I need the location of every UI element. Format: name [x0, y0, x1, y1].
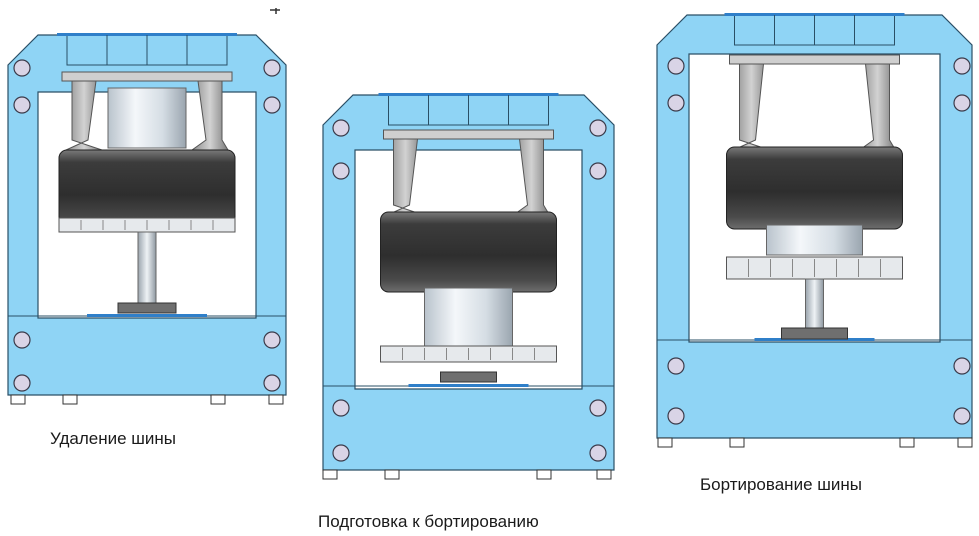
piston-rod [137, 231, 157, 305]
caption-tire-beading: Бортирование шины [700, 475, 862, 494]
foot-block [384, 469, 400, 480]
base-plate [87, 314, 207, 317]
top-blue-strip [378, 93, 559, 96]
press-panel-tire-removal [7, 33, 287, 405]
bolt-icon [263, 374, 281, 392]
foot-block [536, 469, 552, 480]
head-plate [383, 129, 554, 140]
bolt-icon [667, 57, 685, 75]
bolt-icon [953, 57, 971, 75]
bolt-icon [953, 407, 971, 425]
bolt-icon [13, 96, 31, 114]
bolt-icon [263, 59, 281, 77]
piston-foot [781, 327, 848, 340]
bolt-icon [667, 407, 685, 425]
piston-foot [440, 371, 497, 383]
bolt-icon [13, 59, 31, 77]
bolt-icon [667, 357, 685, 375]
wheel-cylinder [424, 287, 513, 347]
head-plate [61, 71, 233, 82]
bolt-icon [589, 399, 607, 417]
foot-block [957, 437, 973, 448]
press-panel-preparation-for-beading [322, 93, 615, 480]
foot-block [596, 469, 612, 480]
bolt-icon [13, 331, 31, 349]
base-plate [408, 384, 529, 387]
bolt-icon [13, 374, 31, 392]
bolt-icon [953, 94, 971, 112]
bolt-icon [263, 331, 281, 349]
wheel-cylinder [107, 87, 187, 149]
press-frame [656, 14, 973, 439]
bolt-icon [332, 444, 350, 462]
tire [380, 211, 557, 293]
bolt-icon [589, 444, 607, 462]
bolt-icon [589, 119, 607, 137]
foot-block [729, 437, 745, 448]
foot-block [899, 437, 915, 448]
foot-block [268, 394, 284, 405]
foot-block [210, 394, 226, 405]
clamp-arm [733, 63, 770, 151]
bolt-icon [332, 119, 350, 137]
caption-preparation-beading: Подготовка к бортированию [318, 512, 539, 531]
bolt-icon [667, 94, 685, 112]
clamp-arm [857, 63, 897, 151]
top-blue-strip [724, 13, 905, 16]
top-mark [270, 8, 280, 14]
bolt-icon [953, 357, 971, 375]
top-blue-strip [57, 33, 237, 36]
foot-block [10, 394, 26, 405]
foot-block [322, 469, 338, 480]
bolt-icon [589, 162, 607, 180]
piston-foot [117, 302, 177, 314]
caption-tire-removal: Удаление шины [50, 429, 177, 448]
press-frame [7, 34, 287, 396]
bolt-icon [332, 162, 350, 180]
wheel-cylinder [766, 224, 863, 256]
foot-block [657, 437, 673, 448]
press-panel-tire-beading [656, 13, 973, 448]
tire [726, 146, 903, 230]
bolt-icon [332, 399, 350, 417]
piston-rod [805, 278, 824, 330]
bolt-icon [263, 96, 281, 114]
foot-block [62, 394, 78, 405]
head-plate [729, 54, 900, 65]
